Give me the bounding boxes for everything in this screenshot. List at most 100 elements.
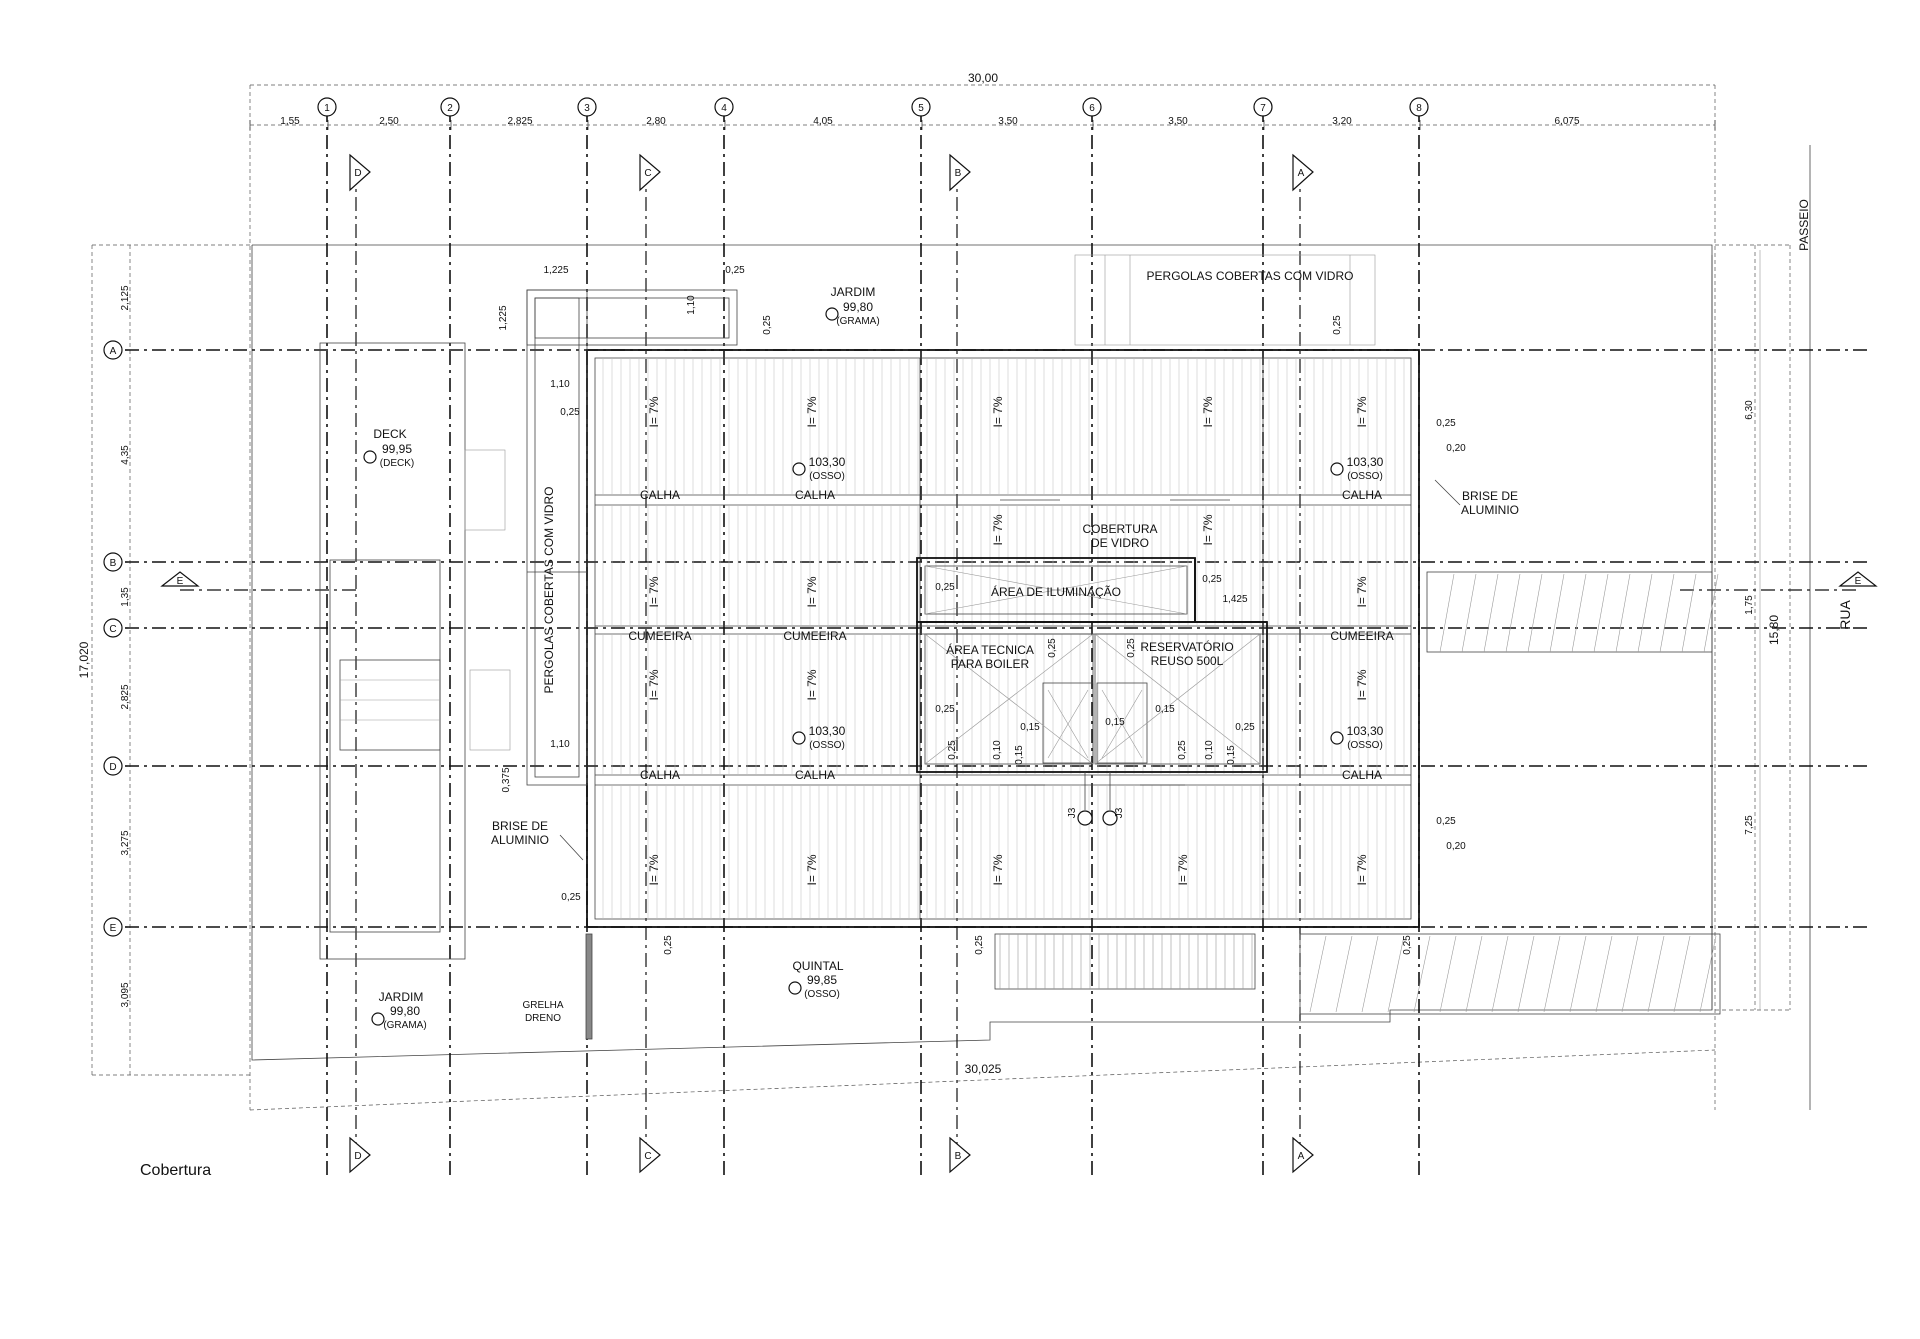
- level-roof-3-material: (OSSO): [809, 740, 845, 751]
- section-mark-c-bottom: C: [644, 1151, 651, 1162]
- label-cobertura-vidro-1: COBERTURA: [1082, 522, 1157, 536]
- dim-110-v: 1,10: [686, 295, 697, 315]
- grid-row-e: E: [110, 923, 117, 934]
- label-calha-5: CALHA: [795, 768, 835, 782]
- slope-13: I= 7%: [1355, 669, 1369, 700]
- grid-row-c: C: [109, 624, 116, 635]
- slope-15: I= 7%: [805, 854, 819, 885]
- section-mark-e-left: E: [177, 576, 184, 587]
- dim-left-seg-2: 4,35: [120, 445, 131, 465]
- level-markers: [363, 307, 1344, 1026]
- dim-bottom-overall: 30,025: [965, 1062, 1002, 1076]
- left-pergola: [526, 289, 738, 786]
- dimension-lines: [91, 84, 1791, 1111]
- level-jardim-bottom-material: (GRAMA): [383, 1020, 426, 1031]
- label-pergolas-top: PERGOLAS COBERTAS COM VIDRO: [1147, 269, 1354, 283]
- dim-left-seg-6: 3,095: [120, 982, 131, 1007]
- dim-1425: 1,425: [1222, 594, 1247, 605]
- dim-left-seg-3: 1,35: [120, 587, 131, 607]
- dim-110-b: 1,10: [550, 739, 570, 750]
- dim-025-j: 0,25: [1177, 740, 1188, 760]
- dim-025-i: 0,25: [947, 740, 958, 760]
- dim-025-a: 0,25: [560, 407, 580, 418]
- view-title: Cobertura: [140, 1162, 211, 1179]
- slope-5: I= 7%: [1355, 396, 1369, 427]
- section-mark-d-top: D: [354, 168, 361, 179]
- dim-top-seg-9: 6,075: [1554, 116, 1579, 127]
- slope-11: I= 7%: [647, 669, 661, 700]
- dim-025-l: 0,25: [1126, 638, 1137, 658]
- slope-marks: I= 7% I= 7% I= 7% I= 7% I= 7% I= 7% I= 7…: [647, 396, 1369, 885]
- dim-left-seg-4: 2,825: [120, 684, 131, 709]
- label-area-tecnica-1: ÁREA TECNICA: [946, 642, 1034, 657]
- dim-025-c: 0,25: [1436, 418, 1456, 429]
- level-quintal-material: (OSSO): [804, 989, 840, 1000]
- grid-col-8: 8: [1416, 103, 1422, 114]
- grid-column-bubbles: [317, 97, 1429, 117]
- dim-025-o: 0,25: [663, 935, 674, 955]
- label-calha-3: CALHA: [1342, 488, 1382, 502]
- level-deck-name: DECK: [373, 427, 406, 441]
- label-rua: RUA: [1837, 600, 1853, 630]
- dim-top-seg-1: 1,55: [280, 116, 300, 127]
- central-block: [916, 499, 1268, 826]
- dim-110-a: 1,10: [550, 379, 570, 390]
- dim-top-seg-7: 3,50: [1168, 116, 1188, 127]
- label-grelha-1: GRELHA: [522, 1000, 563, 1011]
- grid-col-6: 6: [1089, 103, 1095, 114]
- grid-row-d: D: [109, 762, 116, 773]
- label-area-tecnica-2: PARA BOILER: [951, 657, 1030, 671]
- dim-left-seg-1: 2,125: [120, 285, 131, 310]
- dim-top-seg-4: 2,80: [646, 116, 666, 127]
- level-jardim-top-material: (GRAMA): [836, 316, 879, 327]
- grid-col-1: 1: [324, 103, 330, 114]
- dim-020-a: 0,20: [1446, 443, 1466, 454]
- grid-row-a: A: [110, 346, 117, 357]
- label-passeio: PASSEIO: [1797, 199, 1811, 251]
- section-mark-e-right: E: [1855, 576, 1862, 587]
- dim-025-m: 0,25: [762, 315, 773, 335]
- slope-3: I= 7%: [991, 396, 1005, 427]
- grid-row-bubbles: [103, 340, 123, 937]
- dim-top-seg-5: 4,05: [813, 116, 833, 127]
- dim-left-overall: 17,020: [77, 641, 91, 678]
- grid-row-b: B: [110, 558, 117, 569]
- section-markers: [160, 153, 1878, 1174]
- dim-025-p: 0,25: [974, 935, 985, 955]
- label-j3-1: J3: [1067, 807, 1078, 818]
- level-roof-4-value: 103,30: [1347, 724, 1384, 738]
- level-jardim-bottom-name: JARDIM: [379, 990, 424, 1004]
- dim-025-k: 0,25: [1047, 638, 1058, 658]
- section-mark-a-top: A: [1298, 168, 1305, 179]
- slope-10: I= 7%: [1355, 576, 1369, 607]
- label-cumeeira-2: CUMEEIRA: [783, 629, 846, 643]
- dim-025-n: 0,25: [1332, 315, 1343, 335]
- slope-9: I= 7%: [805, 576, 819, 607]
- level-roof-1-value: 103,30: [809, 455, 846, 469]
- brise-right: [1426, 571, 1719, 653]
- slope-1: I= 7%: [647, 396, 661, 427]
- dim-top-seg-2: 2,50: [379, 116, 399, 127]
- label-brise-right-1: BRISE DE: [1462, 489, 1518, 503]
- bottom-steps: [994, 933, 1721, 1015]
- slope-12: I= 7%: [805, 669, 819, 700]
- label-j3-2: J3: [1114, 807, 1125, 818]
- dim-015-b: 0,15: [1105, 717, 1125, 728]
- dim-025-h: 0,25: [1235, 722, 1255, 733]
- level-roof-3-value: 103,30: [809, 724, 846, 738]
- dim-0375: 0,375: [501, 767, 512, 792]
- label-brise-left-2: ALUMINIO: [491, 833, 549, 847]
- slope-16: I= 7%: [991, 854, 1005, 885]
- level-deck-value: 99,95: [382, 442, 412, 456]
- slope-7: I= 7%: [1201, 514, 1215, 545]
- dim-right-seg-3: 7,25: [1744, 815, 1755, 835]
- level-deck-material: (DECK): [380, 458, 414, 469]
- label-cumeeira-1: CUMEEIRA: [628, 629, 691, 643]
- level-quintal-value: 99,85: [807, 973, 837, 987]
- slope-14: I= 7%: [647, 854, 661, 885]
- label-reservatorio-1: RESERVATÓRIO: [1140, 639, 1233, 654]
- level-roof-1-material: (OSSO): [809, 471, 845, 482]
- dim-right-seg-1: 6,30: [1744, 400, 1755, 420]
- slope-8: I= 7%: [647, 576, 661, 607]
